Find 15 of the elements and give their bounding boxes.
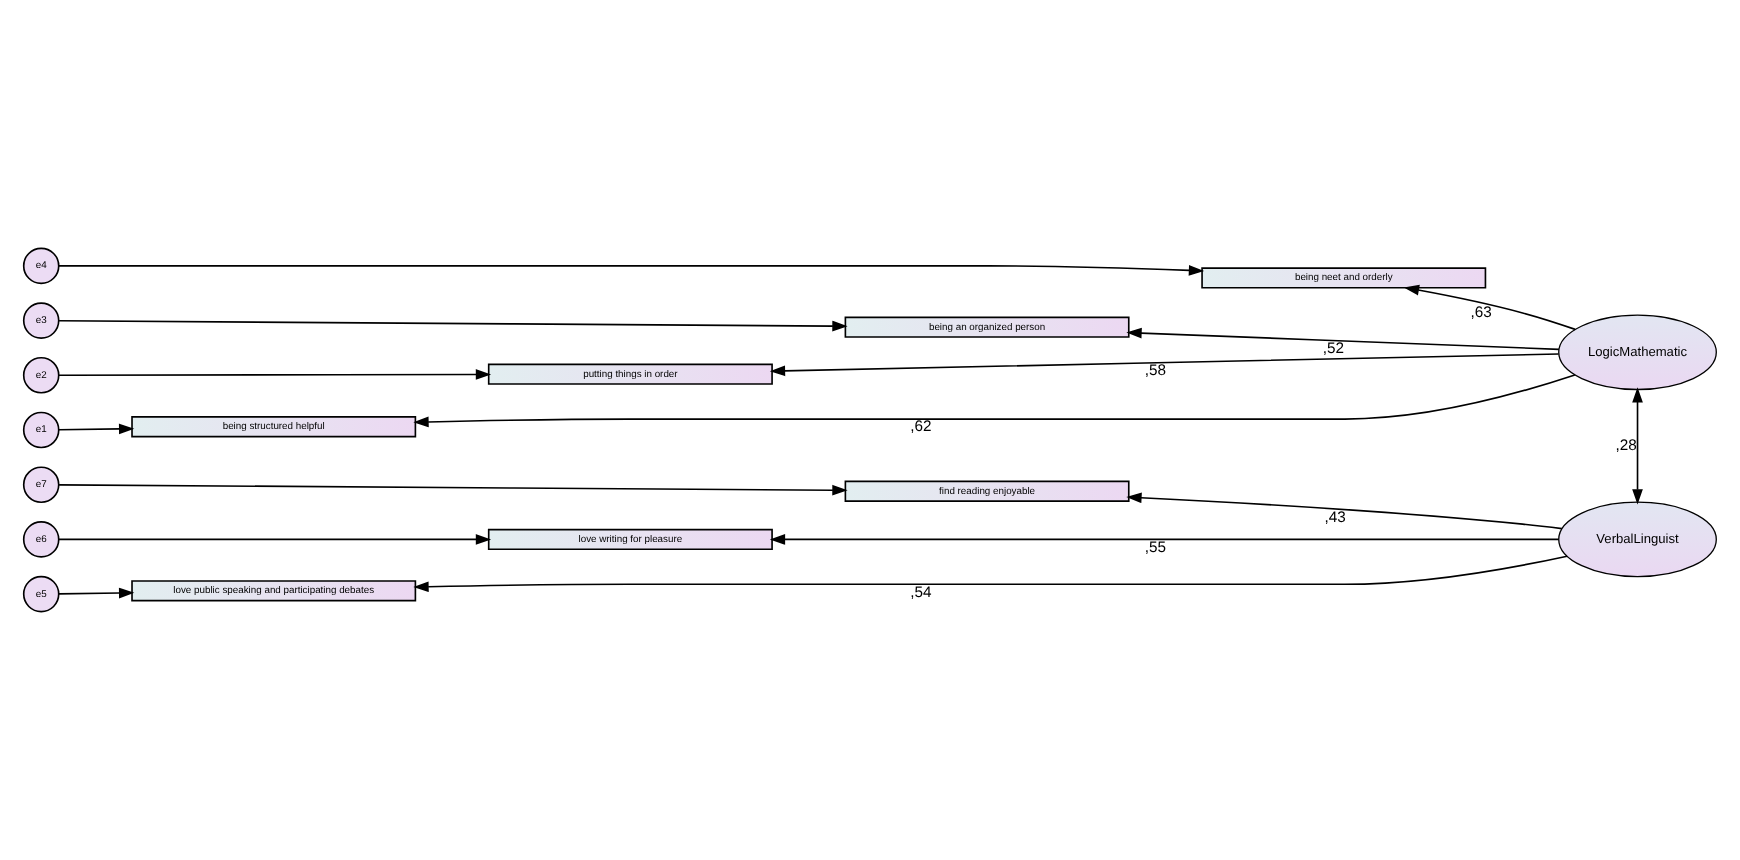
arrow [58, 484, 848, 496]
arrow [58, 423, 135, 435]
arrow [413, 374, 1576, 428]
arrow [58, 587, 135, 599]
arrow [1403, 284, 1576, 331]
arrow [1126, 327, 1560, 351]
arrow [58, 534, 492, 545]
arrow [57, 265, 1205, 276]
arrow [769, 353, 1560, 377]
arrow [58, 369, 492, 380]
arrow [1632, 387, 1643, 505]
arrow [58, 319, 848, 332]
arrow [1126, 492, 1563, 530]
arrow [413, 555, 1568, 593]
arrow [769, 534, 1560, 545]
